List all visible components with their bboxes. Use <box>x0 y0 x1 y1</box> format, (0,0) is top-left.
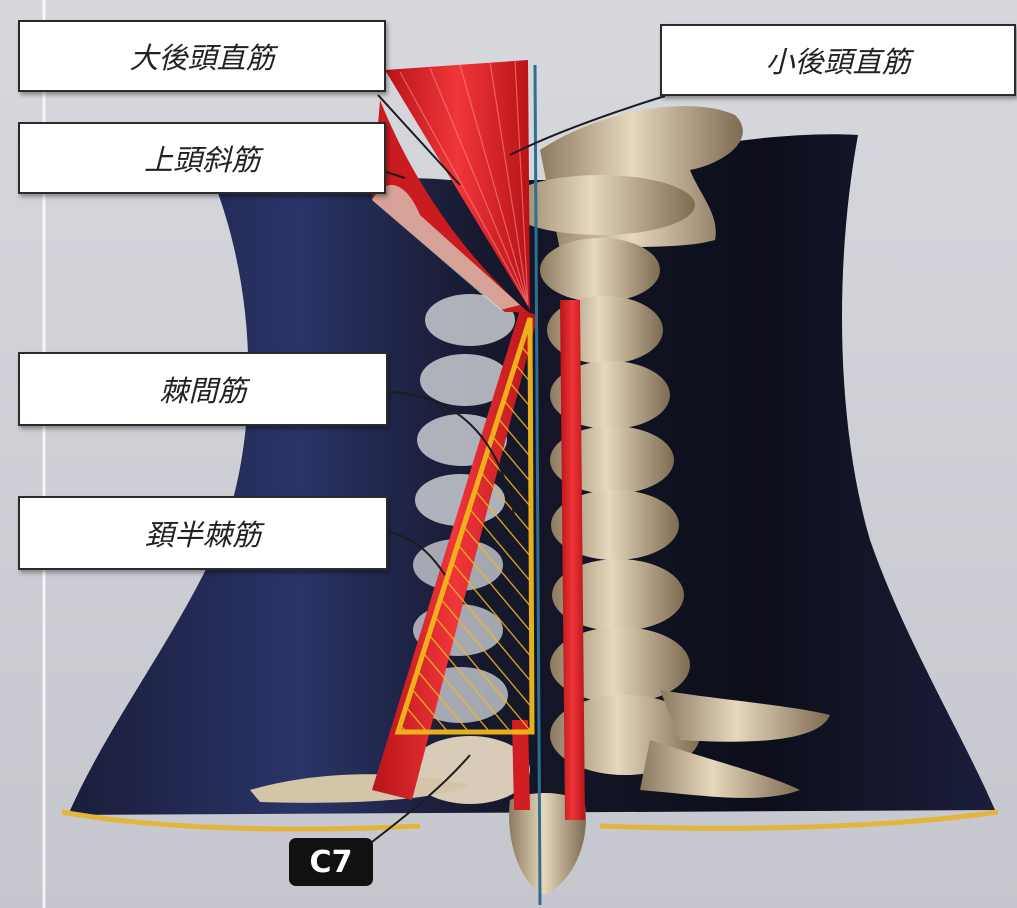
atlas-bone <box>505 175 695 235</box>
label-c7: C7 <box>289 838 373 886</box>
label-interspinales: 棘間筋 <box>18 352 388 426</box>
label-rectus-capitis-posterior-minor: 小後頭直筋 <box>660 24 1016 96</box>
label-obliquus-capitis-superior: 上頭斜筋 <box>18 122 386 194</box>
label-semispinalis-cervicis: 頚半棘筋 <box>18 496 388 570</box>
label-rectus-capitis-posterior-major: 大後頭直筋 <box>18 20 386 92</box>
